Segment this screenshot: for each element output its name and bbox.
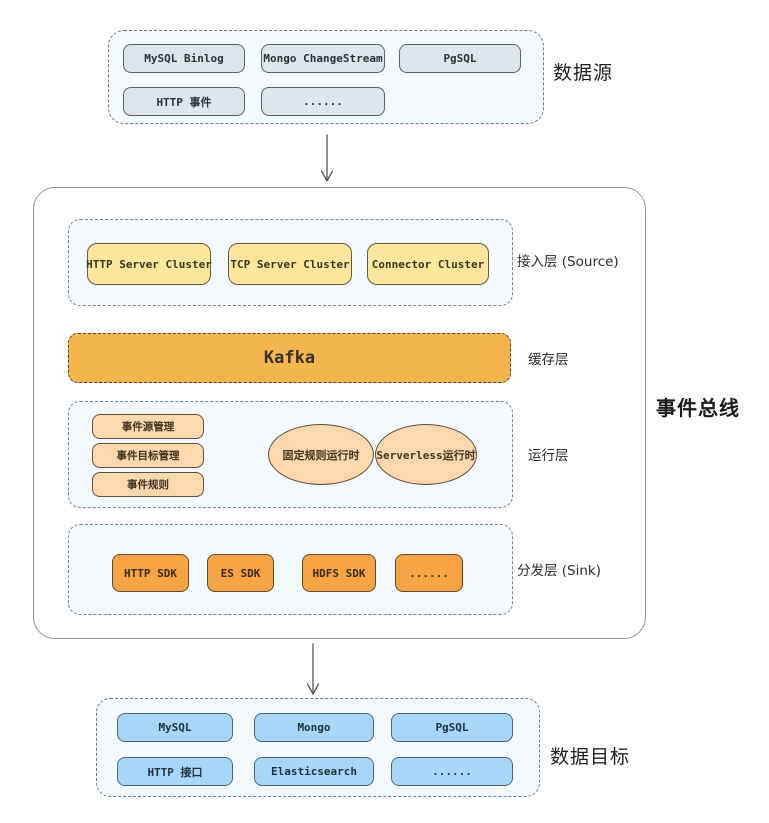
node-kafka: Kafka [68, 333, 511, 383]
node-pgsql-target: PgSQL [391, 713, 513, 742]
sink-layer-label: 分发层 (Sink) [517, 563, 602, 579]
runtime-layer-label: 运行层 [528, 448, 569, 464]
sink-layer: HTTP SDK ES SDK HDFS SDK ...... [68, 524, 513, 615]
node-connector-cluster: Connector Cluster [367, 243, 489, 285]
runtime-layer: 事件源管理 事件目标管理 事件规则 固定规则运行时 Serverless运行时 [68, 401, 513, 508]
node-mongo-target: Mongo [254, 713, 374, 742]
node-http-api-target: HTTP 接口 [117, 757, 233, 786]
node-mongo-changestream: Mongo ChangeStream [261, 44, 385, 73]
node-http-event: HTTP 事件 [123, 87, 245, 116]
data-target-group: MySQL Mongo PgSQL HTTP 接口 Elasticsearch … [96, 698, 540, 797]
node-pgsql-source: PgSQL [399, 44, 521, 73]
node-source-more: ...... [261, 87, 385, 116]
event-bus-label: 事件总线 [656, 396, 740, 420]
node-fixed-rule-runtime: 固定规则运行时 [268, 424, 374, 485]
access-layer-label: 接入层 (Source) [517, 254, 619, 270]
node-mysql-target: MySQL [117, 713, 233, 742]
data-source-label: 数据源 [553, 62, 614, 84]
node-mysql-binlog: MySQL Binlog [123, 44, 245, 73]
event-bus-container: HTTP Server Cluster TCP Server Cluster C… [33, 187, 646, 639]
arrow-source-to-bus-icon [320, 134, 334, 182]
node-event-target-mgmt: 事件目标管理 [92, 443, 204, 468]
arrow-bus-to-target-icon [306, 643, 320, 695]
node-event-source-mgmt: 事件源管理 [92, 414, 204, 439]
node-hdfs-sdk: HDFS SDK [302, 554, 376, 592]
data-source-group: MySQL Binlog Mongo ChangeStream PgSQL HT… [108, 30, 544, 124]
node-event-rule: 事件规则 [92, 472, 204, 497]
node-target-more: ...... [391, 757, 513, 786]
node-http-sdk: HTTP SDK [112, 554, 189, 592]
node-serverless-runtime: Serverless运行时 [375, 424, 477, 485]
node-elasticsearch-target: Elasticsearch [254, 757, 374, 786]
node-es-sdk: ES SDK [207, 554, 274, 592]
access-layer: HTTP Server Cluster TCP Server Cluster C… [68, 219, 513, 306]
node-http-server-cluster: HTTP Server Cluster [86, 243, 212, 285]
data-target-label: 数据目标 [550, 746, 631, 768]
cache-layer-label: 缓存层 [528, 352, 569, 368]
node-tcp-server-cluster: TCP Server Cluster [228, 243, 352, 285]
node-sink-more: ...... [395, 554, 463, 592]
